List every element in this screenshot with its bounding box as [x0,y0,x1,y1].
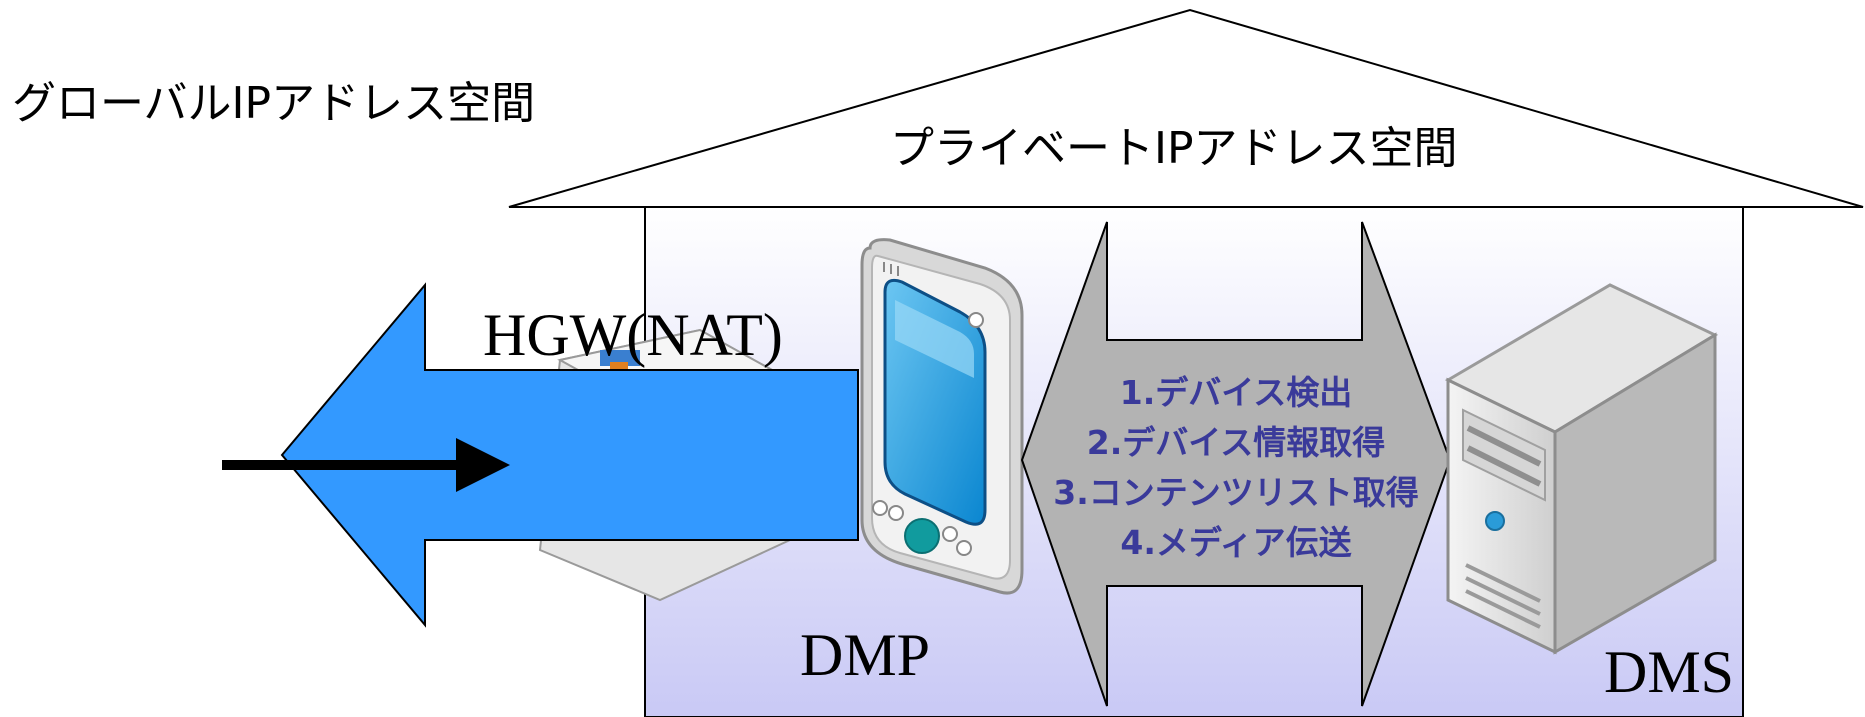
step-item: 4.メディア伝送 [1120,523,1351,562]
global-space-label: グローバルIPアドレス空間 [12,78,535,129]
step-item: 2.デバイス情報取得 [1087,423,1386,462]
outbound-arrow [280,282,859,628]
private-space-label: プライベートIPアドレス空間 [890,123,1458,174]
hgw-label: HGW(NAT) [483,302,783,368]
inbound-arrow [222,438,510,492]
handheld-device-icon [860,238,1024,595]
step-item: 1.デバイス検出 [1120,373,1353,412]
dms-label: DMS [1604,639,1734,705]
step-item: 3.コンテンツリスト取得 [1053,473,1419,512]
server-tower-icon [1444,283,1719,655]
dmp-label: DMP [800,622,930,688]
step-list: 1.デバイス検出 2.デバイス情報取得 3.コンテンツリスト取得 4.メディア伝… [1053,373,1419,562]
house-roof [508,8,1864,208]
